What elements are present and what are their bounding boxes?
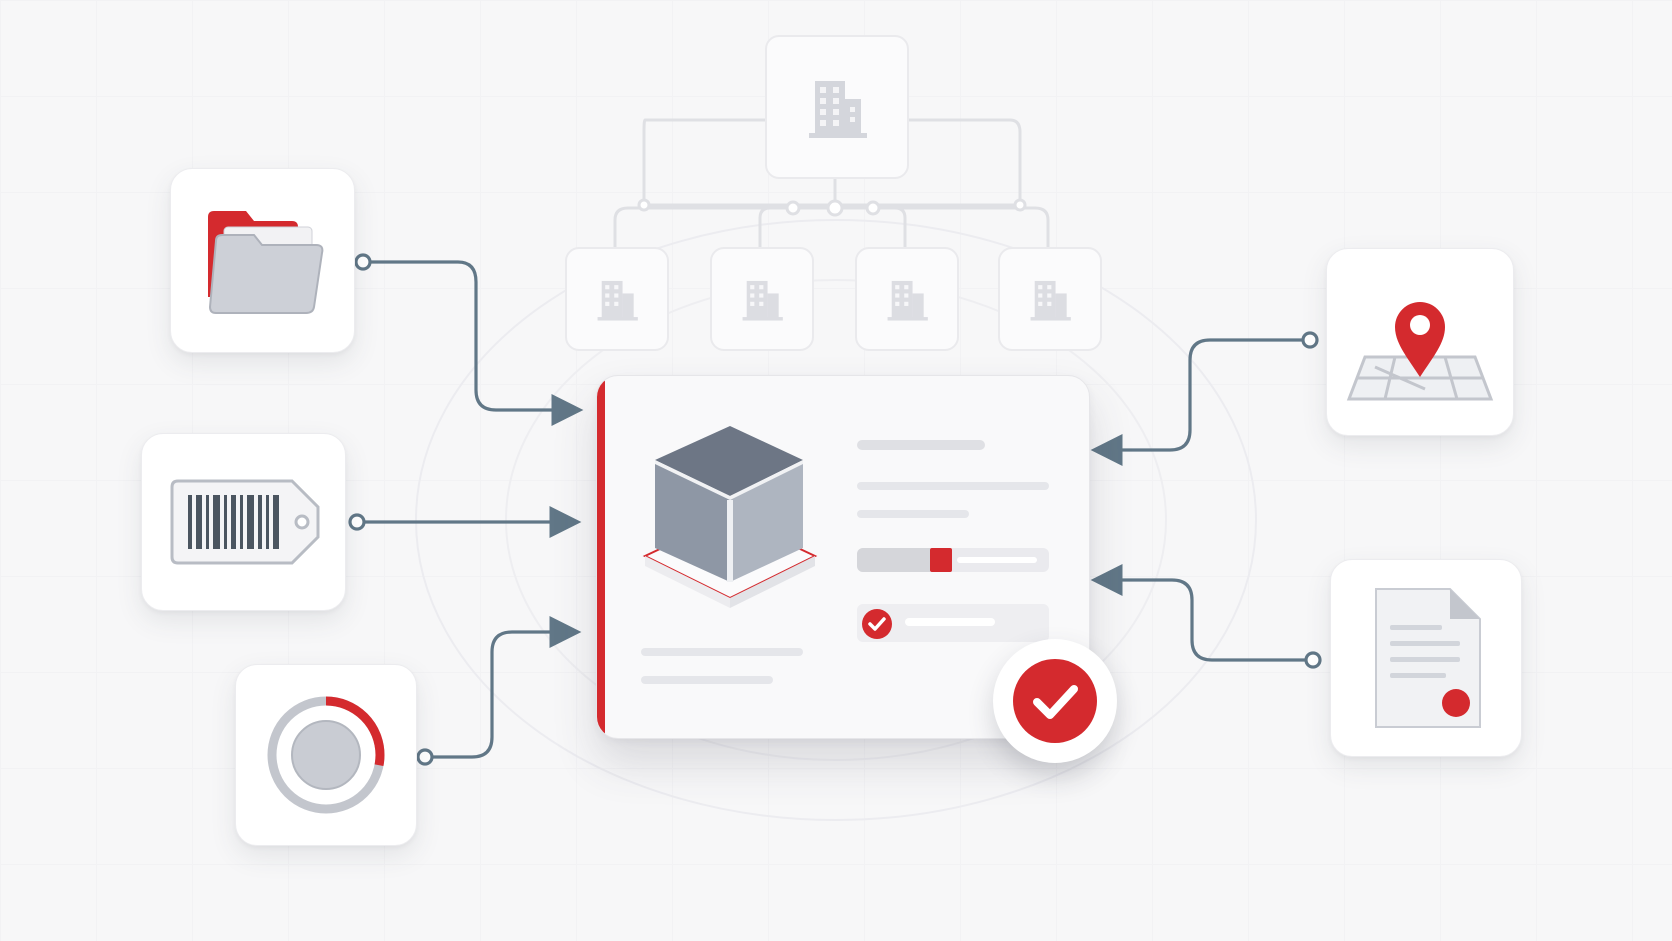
port-ring (416, 748, 434, 766)
barcode-tag-icon (170, 479, 319, 565)
detail-line (857, 482, 1049, 490)
ring-progress-arc (267, 696, 385, 814)
map-pin-icon (1346, 302, 1494, 401)
halo-ring (505, 279, 1167, 761)
barcode-tile (141, 433, 346, 611)
org-child-tile (855, 247, 959, 351)
connector-ring (431, 616, 582, 759)
building-icon (597, 280, 638, 321)
check-circle-icon (1013, 659, 1097, 743)
footer-line (641, 676, 773, 684)
checklist-label-bar (905, 618, 995, 626)
progress-ring-tile (235, 664, 417, 846)
checklist-row (857, 604, 1049, 642)
document-tile (1330, 559, 1522, 757)
map-tile (1326, 248, 1514, 436)
port-map (1301, 331, 1319, 349)
port-folder (354, 253, 372, 271)
folder-icon (207, 210, 323, 314)
building-icon (1030, 280, 1071, 321)
building-icon (887, 280, 928, 321)
slider-thumb (930, 548, 952, 572)
connector-document (1090, 564, 1307, 662)
port-document (1304, 651, 1322, 669)
cube-on-platform-icon (642, 426, 818, 608)
building-icon (809, 81, 867, 138)
org-child-tile (565, 247, 669, 351)
panel-accent-bar (597, 376, 605, 738)
folder-tile (170, 168, 355, 353)
hierarchy-nodes (637, 198, 1027, 217)
connector-folder (370, 260, 584, 426)
slider-track-highlight (957, 557, 1037, 563)
building-icon (742, 280, 783, 321)
progress-ring-icon (267, 696, 385, 814)
port-barcode (348, 513, 366, 531)
footer-line (641, 648, 803, 656)
org-root-tile (765, 35, 909, 179)
status-badge (993, 639, 1117, 763)
document-icon (1375, 588, 1481, 728)
detail-title-bar (857, 440, 985, 450)
detail-line (857, 510, 969, 518)
halo-ring (415, 219, 1257, 821)
org-child-tile (710, 247, 814, 351)
org-child-tile (998, 247, 1102, 351)
connector-map (1090, 338, 1303, 466)
slider-fill (857, 548, 930, 572)
check-circle-icon (862, 609, 892, 639)
progress-slider (857, 548, 1049, 572)
